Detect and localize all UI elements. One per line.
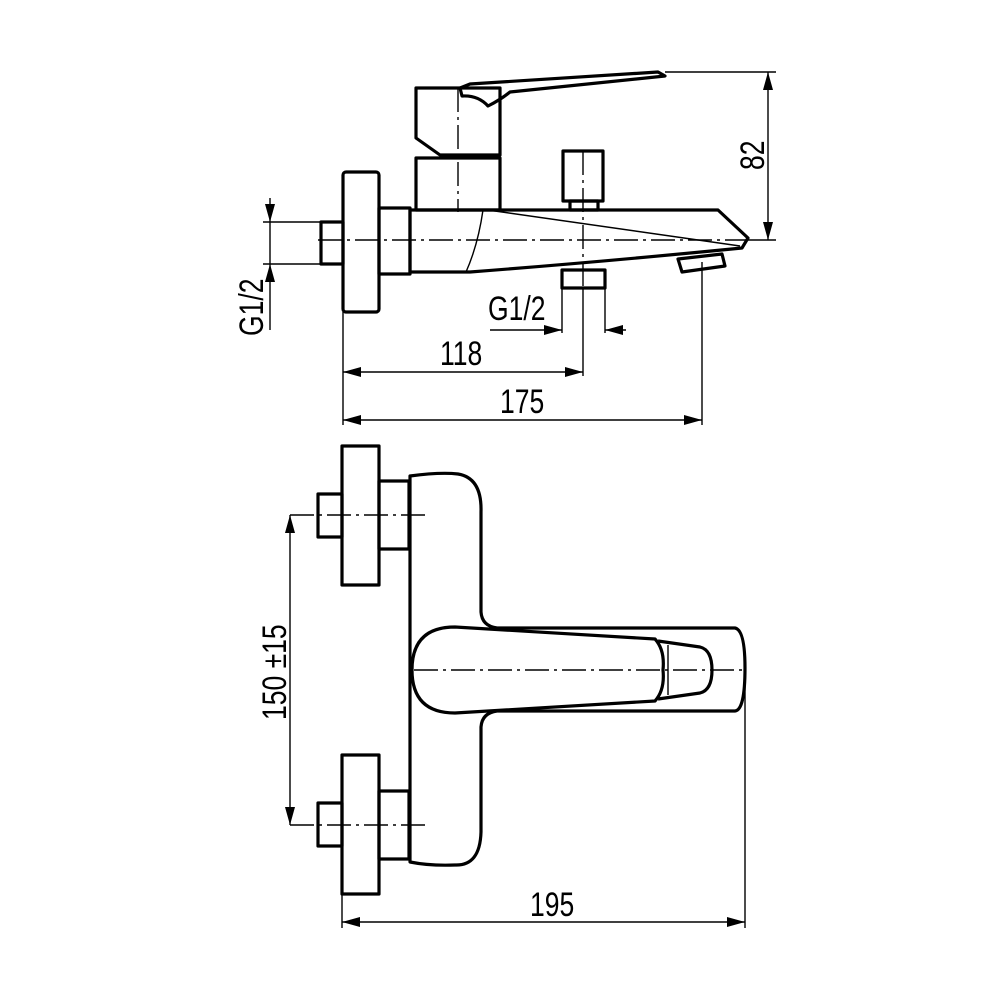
- handle-block: [414, 86, 502, 157]
- side-view: G1/2 G1/2 118 175 82: [233, 70, 776, 425]
- diverter-stem: [568, 199, 600, 212]
- inlet-spacing-label: 150 ±15: [256, 624, 294, 720]
- inlet-thread-label: G1/2: [233, 279, 271, 336]
- outlet-distance-label: 118: [440, 335, 482, 373]
- aerator: [676, 252, 727, 274]
- dimension-arrow: [544, 325, 623, 335]
- lever-base: [410, 625, 665, 715]
- spout-body: [408, 208, 750, 274]
- inlet-connector: [319, 220, 345, 266]
- outlet-thread-label: G1/2: [488, 290, 545, 328]
- total-depth-label: 195: [530, 886, 574, 924]
- height-label: 82: [734, 140, 772, 170]
- top-view: 150 ±15 195: [256, 444, 747, 928]
- spout-length-label: 175: [500, 383, 544, 421]
- lever: [458, 70, 667, 108]
- mixer-body: [408, 471, 747, 867]
- dimension-arrow: [763, 72, 773, 240]
- body-collar: [377, 206, 412, 276]
- wall-rosette: [341, 170, 381, 314]
- spout-edge: [465, 209, 484, 273]
- dimension-arrow: [265, 204, 275, 282]
